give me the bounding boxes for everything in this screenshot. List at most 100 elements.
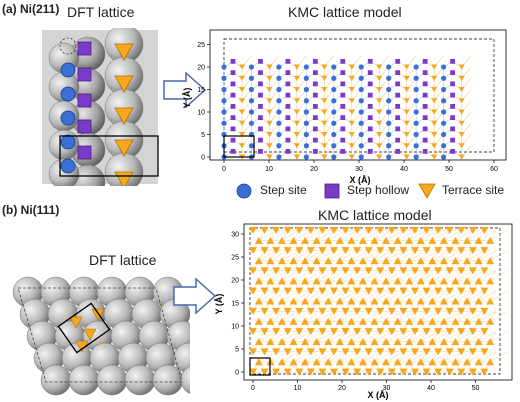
kmc111-site	[382, 297, 391, 305]
kmc111-site	[249, 247, 257, 255]
kmc111-site	[428, 317, 437, 325]
kmc111-site	[272, 287, 281, 295]
terrace-site-marker	[114, 107, 134, 125]
kmc111-site	[376, 328, 385, 336]
kmc-terrace-site	[431, 109, 438, 115]
panel-a-xtick: 50	[445, 166, 453, 173]
kmc-step-hollow	[422, 58, 428, 64]
kmc-step-hollow	[285, 92, 291, 98]
kmc-step-site	[331, 154, 337, 160]
kmc111-site	[486, 338, 495, 346]
kmc-step-site	[276, 109, 282, 115]
legend-step-site: Step site	[260, 183, 307, 197]
kmc-step-site	[276, 154, 282, 160]
kmc-step-hollow	[312, 137, 318, 143]
kmc-step-site	[303, 109, 309, 115]
kmc111-site	[254, 297, 263, 305]
kmc111-site	[457, 348, 466, 356]
kmc111-site	[393, 297, 402, 305]
kmc-terrace-site	[293, 132, 300, 138]
kmc-step-site	[276, 86, 282, 93]
kmc-step-hollow	[395, 115, 401, 121]
kmc111-site	[422, 287, 431, 295]
kmc-step-hollow	[395, 58, 401, 64]
kmc111-site	[416, 297, 425, 305]
kmc-step-hollow	[312, 70, 318, 76]
kmc-terrace-site	[458, 109, 465, 115]
kmc111-site	[457, 328, 466, 336]
kmc111-site	[318, 368, 327, 376]
kmc-step-hollow	[422, 126, 428, 132]
legend-terrace-site-icon	[418, 183, 436, 199]
kmc111-site	[405, 338, 414, 346]
kmc-step-site	[441, 98, 447, 104]
kmc111-site	[341, 287, 350, 295]
kmc-terrace-site	[321, 132, 328, 138]
kmc-step-hollow	[230, 115, 236, 121]
kmc111-site	[434, 287, 443, 295]
kmc111-site	[468, 307, 477, 315]
kmc-terrace-site	[431, 154, 438, 160]
kmc-step-site	[441, 109, 447, 115]
kmc111-site	[474, 257, 483, 265]
ni111-atom	[180, 365, 190, 395]
panel-b-xtick: 30	[383, 385, 391, 392]
kmc-step-hollow	[312, 103, 318, 109]
kmc-step-site	[413, 64, 419, 70]
kmc-step-site	[386, 143, 392, 149]
kmc111-site	[399, 348, 408, 356]
kmc-terrace-site	[431, 75, 438, 82]
panel-b-xtick: 20	[338, 385, 346, 392]
kmc-step-hollow	[258, 81, 263, 87]
panel-a-ytick: 0	[201, 155, 205, 162]
kmc111-site	[468, 267, 477, 275]
kmc-step-site	[276, 120, 282, 126]
kmc-step-hollow	[340, 115, 346, 121]
kmc111-site	[463, 277, 472, 285]
kmc-terrace-site	[293, 109, 300, 115]
kmc111-site	[434, 348, 443, 356]
kmc-step-hollow	[340, 103, 346, 109]
kmc-step-hollow	[367, 58, 373, 64]
kmc-terrace-site	[266, 64, 273, 70]
kmc111-site	[428, 358, 437, 366]
panel-b-xtick: 50	[472, 385, 480, 392]
kmc111-site	[347, 358, 356, 366]
kmc111-site	[428, 338, 437, 346]
kmc111-site	[289, 338, 298, 346]
kmc111-site	[289, 257, 298, 265]
panel-b-ytick: 0	[235, 370, 239, 377]
kmc111-site	[301, 338, 310, 346]
kmc111-site	[353, 287, 362, 295]
kmc111-site	[364, 368, 373, 376]
kmc111-site	[451, 338, 460, 346]
kmc111-site	[387, 267, 396, 275]
kmc-step-hollow	[395, 70, 401, 76]
kmc-terrace-site	[376, 109, 383, 115]
kmc-step-site	[221, 75, 227, 81]
kmc111-site	[399, 328, 408, 336]
panel-a-ytick: 5	[201, 132, 205, 139]
kmc-terrace-site	[239, 98, 245, 104]
kmc111-site	[249, 226, 257, 234]
panel-a-xtick: 20	[310, 166, 318, 173]
kmc111-site	[295, 328, 304, 336]
kmc-step-site	[441, 86, 447, 93]
kmc111-site	[289, 236, 298, 244]
kmc-terrace-site	[431, 64, 438, 70]
kmc111-site	[341, 247, 350, 255]
kmc111-site	[329, 287, 338, 295]
kmc111-site	[399, 247, 408, 255]
kmc-step-hollow	[450, 126, 455, 132]
kmc-step-site	[276, 64, 282, 70]
kmc-step-site	[441, 143, 447, 149]
terrace-site-marker	[114, 75, 134, 93]
kmc-terrace-site	[376, 87, 383, 93]
kmc111-site	[434, 368, 443, 376]
kmc111-site	[364, 247, 373, 255]
kmc111-site	[312, 338, 321, 346]
kmc111-site	[376, 368, 385, 376]
panel-b-ytick: 5	[235, 347, 239, 354]
panel-a-xtick: 10	[265, 166, 273, 173]
kmc111-site	[341, 368, 350, 376]
